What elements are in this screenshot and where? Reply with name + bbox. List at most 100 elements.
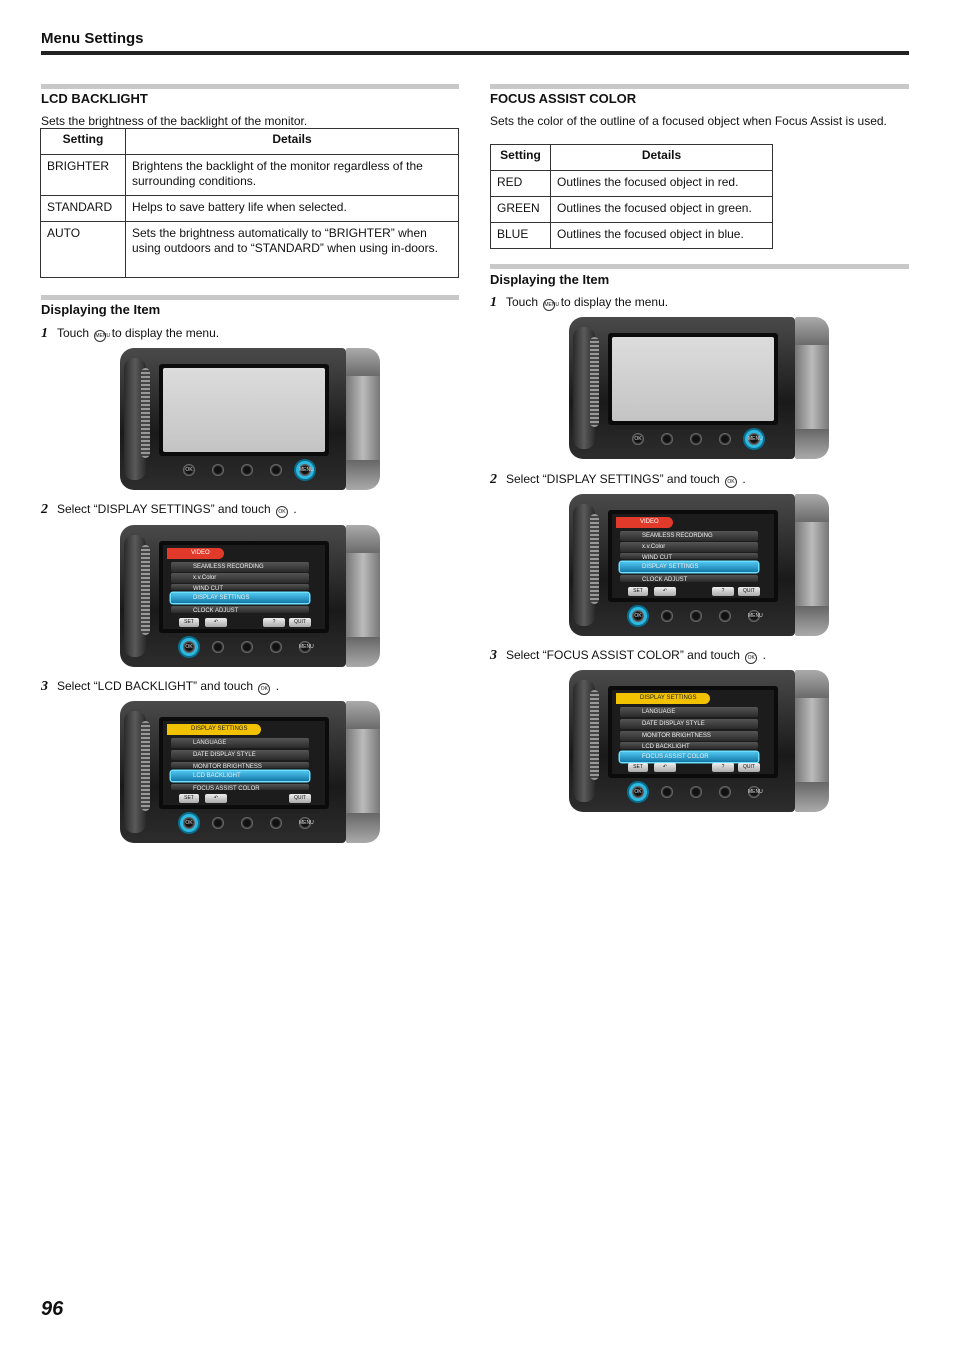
menu-item-selected: LCD BACKLIGHT <box>171 771 309 781</box>
camera-illustration: DISPLAY SETTINGS LANGUAGE DATE DISPLAY S… <box>120 701 382 843</box>
section-bar <box>41 84 459 89</box>
step-text: Touch <box>506 295 539 309</box>
table-header: Details <box>550 144 773 171</box>
step-text: to display the menu. <box>111 326 220 340</box>
menu-button-icon: MENU <box>94 330 110 342</box>
menu-item: MONITOR BRIGHTNESS <box>171 762 309 770</box>
quit-button: QUIT <box>738 587 760 596</box>
camera-button-icon <box>241 464 253 476</box>
display-settings-menu-screen: DISPLAY SETTINGS LANGUAGE DATE DISPLAY S… <box>612 690 774 774</box>
focus-assist-table: Setting Details RED Outlines the focused… <box>490 144 773 249</box>
ok-button-icon: OK <box>745 652 758 664</box>
table-row: STANDARD Helps to save battery life when… <box>40 195 459 222</box>
step-item: 1 Touch MENU to display the menu. <box>41 326 219 342</box>
table-cell: STANDARD <box>40 195 126 222</box>
back-button: ↶ <box>205 794 227 803</box>
ok-button-icon: OK <box>183 641 195 653</box>
menu-item: LCD BACKLIGHT <box>620 742 758 750</box>
camera-button-icon <box>212 817 224 829</box>
set-button: SET <box>179 794 199 803</box>
step-text: Select “DISPLAY SETTINGS” and touch <box>506 472 720 486</box>
camera-button-icon <box>212 641 224 653</box>
menu-button-icon: MENU <box>543 299 559 311</box>
ok-button-icon: OK <box>632 433 644 445</box>
back-button: ↶ <box>205 618 227 627</box>
menu-item: DATE DISPLAY STYLE <box>171 750 309 760</box>
header-rule <box>41 51 909 55</box>
camera-button-icon <box>212 464 224 476</box>
table-row: GREEN Outlines the focused object in gre… <box>490 196 773 223</box>
step-item: 3 Select “FOCUS ASSIST COLOR” and touch … <box>490 648 766 664</box>
step-text: Touch <box>57 326 90 340</box>
step-number: 2 <box>490 472 497 487</box>
lcd-backlight-description: Sets the brightness of the backlight of … <box>41 114 308 128</box>
menu-item: FOCUS ASSIST COLOR <box>171 784 309 792</box>
camera-button-icon <box>241 817 253 829</box>
menu-item: WIND CUT <box>171 584 309 592</box>
lcd-backlight-table: Setting Details BRIGHTER Brightens the b… <box>40 128 459 278</box>
help-button: ? <box>263 618 285 627</box>
menu-item-selected: DISPLAY SETTINGS <box>171 593 309 603</box>
step-item: 2 Select “DISPLAY SETTINGS” and touch OK… <box>41 502 297 518</box>
camera-button-icon <box>690 433 702 445</box>
section-bar <box>490 264 909 269</box>
step-text: Select “LCD BACKLIGHT” and touch <box>57 679 254 693</box>
menu-item: SEAMLESS RECORDING <box>620 531 758 541</box>
menu-tab: VIDEO <box>616 517 673 528</box>
table-cell: Helps to save battery life when selected… <box>125 195 459 222</box>
step-text: . <box>275 679 280 693</box>
camera-button-icon <box>661 610 673 622</box>
menu-tab: DISPLAY SETTINGS <box>616 693 711 704</box>
displaying-item-title: Displaying the Item <box>490 272 610 287</box>
step-number: 3 <box>490 648 497 663</box>
step-text: Select “FOCUS ASSIST COLOR” and touch <box>506 648 740 662</box>
menu-item: LANGUAGE <box>620 707 758 717</box>
menu-button-icon: MENU <box>299 464 314 476</box>
step-number: 2 <box>41 502 48 517</box>
table-cell: Sets the brightness automatically to “BR… <box>125 221 459 278</box>
menu-item: CLOCK ADJUST <box>620 575 758 583</box>
menu-item: SEAMLESS RECORDING <box>171 562 309 572</box>
section-bar <box>490 84 909 89</box>
camera-button-icon <box>719 610 731 622</box>
camera-button-icon <box>690 610 702 622</box>
step-item: 3 Select “LCD BACKLIGHT” and touch OK . <box>41 679 279 695</box>
step-item: 1 Touch MENU to display the menu. <box>490 295 668 311</box>
focus-assist-description: Sets the color of the outline of a focus… <box>490 114 887 128</box>
camera-illustration: VIDEO SEAMLESS RECORDING x.v.Color WIND … <box>569 494 831 636</box>
ok-button-icon: OK <box>632 610 644 622</box>
menu-button-icon: MENU <box>299 641 314 653</box>
camera-illustration: OK MENU <box>569 317 831 459</box>
step-text: Select “DISPLAY SETTINGS” and touch <box>57 502 271 516</box>
ok-button-icon: OK <box>183 817 195 829</box>
menu-button-icon: MENU <box>748 786 763 798</box>
blank-lcd-screen <box>163 368 325 452</box>
set-button: SET <box>628 763 648 772</box>
ok-button-icon: OK <box>276 506 288 518</box>
step-item: 2 Select “DISPLAY SETTINGS” and touch OK… <box>490 472 746 488</box>
help-button: ? <box>712 587 734 596</box>
table-cell: Outlines the focused object in red. <box>550 170 773 197</box>
camera-button-icon <box>270 641 282 653</box>
menu-item: LANGUAGE <box>171 738 309 748</box>
quit-button: QUIT <box>289 618 311 627</box>
page-number: 96 <box>41 1298 64 1320</box>
camera-button-icon <box>270 817 282 829</box>
table-cell: AUTO <box>40 221 126 278</box>
camera-illustration: OK MENU <box>120 348 382 490</box>
back-button: ↶ <box>654 763 676 772</box>
table-header: Details <box>125 128 459 155</box>
table-row: BLUE Outlines the focused object in blue… <box>490 222 773 249</box>
menu-item: x.v.Color <box>620 542 758 552</box>
step-number: 1 <box>41 326 48 341</box>
lcd-backlight-title: LCD BACKLIGHT <box>41 91 148 106</box>
menu-item: MONITOR BRIGHTNESS <box>620 731 758 741</box>
menu-item: x.v.Color <box>171 573 309 583</box>
set-button: SET <box>628 587 648 596</box>
step-number: 1 <box>490 295 497 310</box>
focus-assist-color-title: FOCUS ASSIST COLOR <box>490 91 637 106</box>
table-header: Setting <box>490 144 551 171</box>
table-cell: Outlines the focused object in green. <box>550 196 773 223</box>
camera-illustration: DISPLAY SETTINGS LANGUAGE DATE DISPLAY S… <box>569 670 831 812</box>
camera-button-icon <box>661 786 673 798</box>
